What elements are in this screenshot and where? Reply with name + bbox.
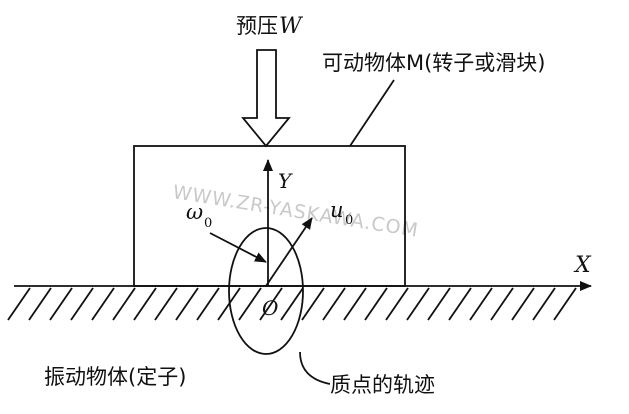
rotor-label: 可动物体M(转子或滑块) [322, 51, 546, 75]
preload-arrow [241, 49, 291, 148]
x-axis-label: X [573, 253, 592, 278]
hatch-line [532, 287, 556, 321]
omega-subscript: 0 [204, 216, 212, 231]
hatch-line [91, 287, 115, 321]
preload-label: 预压 [236, 14, 278, 38]
hatch-line [70, 287, 94, 321]
stator-hatching [7, 287, 577, 321]
hatch-line [322, 287, 346, 321]
hatch-line [175, 287, 199, 321]
omega-label: ω [186, 200, 203, 224]
hatch-line [238, 287, 262, 321]
hatch-line [133, 287, 157, 321]
velocity-label: u [330, 198, 344, 222]
y-axis-label: Y [278, 169, 293, 193]
hatch-line [7, 287, 31, 321]
hatch-line [364, 287, 388, 321]
hatch-line [28, 287, 52, 321]
hatch-line [343, 287, 367, 321]
hatch-line [259, 287, 283, 321]
hatch-line [427, 287, 451, 321]
hatch-line [112, 287, 136, 321]
hatch-line [406, 287, 430, 321]
trajectory-ellipse [228, 227, 304, 355]
stator-label: 振动物体(定子) [44, 365, 186, 389]
hatch-line [448, 287, 472, 321]
hatch-line [154, 287, 178, 321]
velocity-subscript: 0 [345, 213, 353, 228]
hatch-line [553, 287, 577, 321]
hatch-line [490, 287, 514, 321]
hatch-line [469, 287, 493, 321]
rotor-leader-line [349, 79, 395, 147]
watermark-text: WWW.ZR-YASKAWA.COM [171, 181, 420, 242]
hatch-line [196, 287, 220, 321]
omega-arrow [209, 232, 267, 263]
hatch-line [49, 287, 73, 321]
hatch-line [301, 287, 325, 321]
velocity-arrow [265, 217, 313, 287]
hatch-line [511, 287, 535, 321]
hatch-line [385, 287, 409, 321]
origin-label: O [262, 296, 278, 320]
trajectory-label: 质点的轨迹 [330, 373, 435, 397]
hatch-line [280, 287, 304, 321]
trajectory-leader-line [299, 351, 331, 385]
preload-symbol: W [279, 14, 304, 39]
